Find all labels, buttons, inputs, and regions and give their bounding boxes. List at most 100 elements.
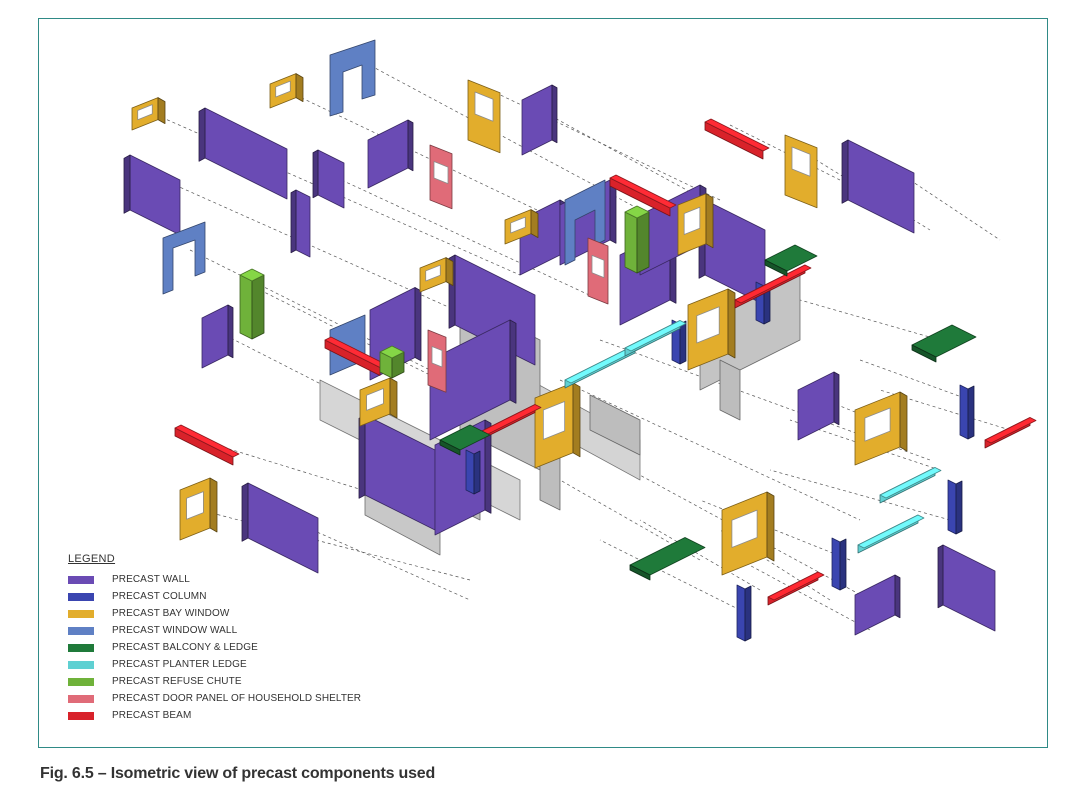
column-component bbox=[831, 537, 841, 591]
planter-ledge-component-top bbox=[879, 467, 942, 499]
legend: LEGEND PRECAST WALL PRECAST COLUMN PRECAST… bbox=[68, 553, 361, 724]
door-panel-component-window bbox=[433, 161, 449, 185]
bay-window-component-opening bbox=[186, 491, 204, 520]
wall-panel-component-edge bbox=[407, 119, 414, 172]
column-component-side bbox=[967, 385, 975, 440]
refuse-chute-component-top bbox=[239, 268, 265, 282]
leader-line bbox=[639, 519, 761, 591]
legend-label: PRECAST BALCONY & LEDGE bbox=[112, 642, 258, 653]
legend-item: PRECAST COLUMN bbox=[68, 588, 361, 605]
wall-panel-component-edge bbox=[551, 84, 558, 144]
legend-swatch bbox=[68, 711, 94, 720]
legend-swatch bbox=[68, 609, 94, 618]
leader-line bbox=[199, 509, 471, 581]
assembly-bay-window-side bbox=[705, 193, 714, 249]
leader-line bbox=[289, 519, 471, 601]
leader-line bbox=[879, 389, 1011, 431]
planter-ledge-top bbox=[624, 320, 687, 352]
assembly-bay-window-side bbox=[445, 257, 454, 287]
floor-slab bbox=[589, 394, 641, 456]
wall-panel-component bbox=[317, 149, 345, 209]
bay-window-component-opening bbox=[864, 407, 891, 442]
assembly-bay-window-side bbox=[727, 288, 736, 359]
legend-label: PRECAST COLUMN bbox=[112, 591, 207, 602]
legend-label: PRECAST WINDOW WALL bbox=[112, 625, 238, 636]
assembly-bay-window-side bbox=[572, 382, 581, 458]
bay-window-component-opening bbox=[137, 104, 153, 121]
assembly-bay-window-opening bbox=[510, 216, 526, 234]
assembly-wall-edge bbox=[509, 319, 517, 404]
assembly-column bbox=[465, 449, 475, 495]
beam-component-top bbox=[767, 571, 825, 601]
assembly-door-panel-window bbox=[591, 254, 605, 279]
column-component bbox=[947, 479, 957, 535]
assembly-wall-edge bbox=[358, 414, 366, 499]
assembly-balcony-edge bbox=[764, 259, 788, 277]
legend-item: PRECAST WALL bbox=[68, 571, 361, 588]
legend-item: PRECAST PLANTER LEDGE bbox=[68, 656, 361, 673]
wall-panel-component-edge bbox=[841, 139, 849, 204]
beam-component-top bbox=[984, 417, 1037, 444]
leader-line bbox=[599, 339, 931, 461]
assembly-column-side bbox=[473, 450, 481, 495]
assembly-door-panel-window bbox=[431, 346, 443, 368]
wall-panel-component bbox=[129, 154, 181, 236]
bay-window-component-side bbox=[157, 97, 166, 124]
legend-label: PRECAST PLANTER LEDGE bbox=[112, 659, 247, 670]
bay-window-opening bbox=[791, 146, 811, 177]
legend-item: PRECAST BEAM bbox=[68, 707, 361, 724]
wall-panel-component-edge bbox=[312, 149, 319, 199]
wall-panel-component-edge bbox=[123, 154, 131, 214]
leader-line bbox=[859, 359, 971, 401]
column-component bbox=[736, 584, 746, 642]
assembly-bay-window-side bbox=[530, 209, 539, 239]
leader-line bbox=[189, 249, 471, 391]
legend-item: PRECAST DOOR PANEL OF HOUSEHOLD SHELTER bbox=[68, 690, 361, 707]
legend-swatch bbox=[68, 575, 94, 584]
wall-panel-component-edge bbox=[894, 574, 901, 619]
bay-window-opening bbox=[474, 91, 494, 122]
legend-swatch bbox=[68, 592, 94, 601]
bay-window-component-opening bbox=[275, 80, 291, 98]
column-grey bbox=[719, 359, 741, 421]
wall-panel-component bbox=[854, 574, 896, 636]
assembly-balcony-edge bbox=[439, 439, 461, 456]
wall-panel-component bbox=[797, 371, 835, 441]
wall-panel-component bbox=[942, 544, 996, 632]
wall-panel-component bbox=[367, 119, 409, 189]
legend-label: PRECAST BAY WINDOW bbox=[112, 608, 230, 619]
assembly-bay-window-opening bbox=[683, 206, 701, 235]
leader-line bbox=[359, 59, 651, 216]
refuse-chute-component bbox=[239, 274, 253, 340]
leader-line bbox=[559, 379, 861, 521]
legend-swatch bbox=[68, 626, 94, 635]
isometric-diagram bbox=[123, 39, 1037, 642]
leader-line bbox=[599, 539, 741, 611]
refuse-chute-component-side bbox=[251, 274, 265, 340]
legend-swatch bbox=[68, 677, 94, 686]
assembly-beam-top bbox=[734, 264, 812, 304]
wall-panel-component bbox=[201, 304, 229, 369]
wall-panel-component bbox=[295, 189, 311, 258]
assembly-bay-window-opening bbox=[696, 306, 720, 344]
column-component-side bbox=[839, 538, 847, 591]
legend-swatch bbox=[68, 643, 94, 652]
legend-title: LEGEND bbox=[68, 553, 116, 565]
wall-panel-component bbox=[521, 84, 553, 156]
beam-component-top bbox=[174, 424, 240, 458]
planter-ledge-component-top bbox=[857, 514, 925, 549]
legend-label: PRECAST WALL bbox=[112, 574, 190, 585]
legend-swatch bbox=[68, 694, 94, 703]
bay-window-component-side bbox=[295, 73, 304, 102]
balcony-component-edge bbox=[911, 344, 937, 363]
assembly-bay-window-opening bbox=[425, 264, 441, 282]
leader-line bbox=[799, 299, 941, 341]
assembly-beam-top bbox=[609, 174, 677, 209]
wall-panel-component-edge bbox=[198, 107, 206, 162]
bay-window-component-opening bbox=[731, 509, 758, 548]
beam-component-top bbox=[704, 118, 770, 152]
leader-line bbox=[769, 469, 951, 521]
legend-item: PRECAST WINDOW WALL bbox=[68, 622, 361, 639]
assembly-wall-edge bbox=[609, 179, 617, 244]
legend-label: PRECAST BEAM bbox=[112, 710, 192, 721]
